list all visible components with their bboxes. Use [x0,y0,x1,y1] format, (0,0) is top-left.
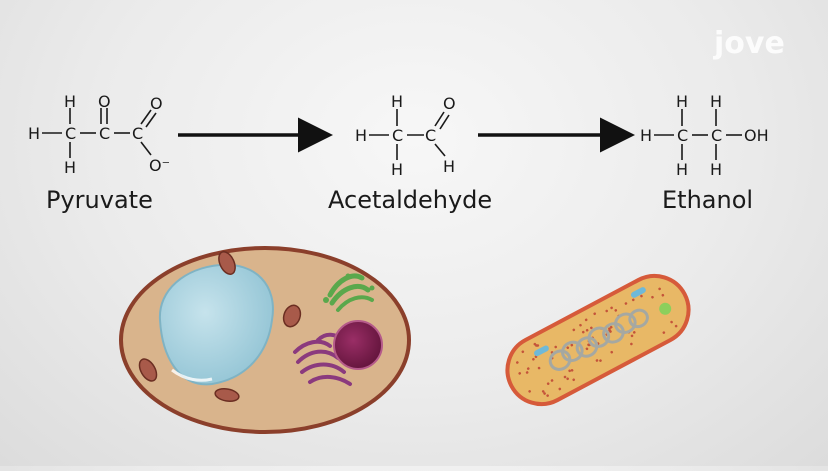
ribosome-dot [572,328,576,332]
ribosome-dot [630,334,634,338]
ribosome-dot [570,369,574,372]
ribosome-dot [528,390,531,393]
atom-h: H [64,92,76,111]
ribosome-dot [558,387,562,391]
ribosome-dot [581,330,585,334]
atom-o: O [150,94,163,113]
pyruvate-label: Pyruvate [46,186,153,214]
ribosome-dot [605,309,609,313]
plasmid [630,287,646,298]
ribosome-dot [630,342,633,346]
ribosome-dot [658,287,661,291]
atom-o: O [443,94,456,113]
ribosome-dot [624,302,628,305]
atom-c: C [132,124,143,143]
ribosome-dot [533,342,537,346]
ribosome-dot [610,350,614,354]
atom-h: H [443,157,455,176]
ribosome-dot [541,390,545,393]
atom-o-minus: O⁻ [149,156,170,175]
ribosome-dot [516,361,519,364]
ribosome-dot [521,350,525,354]
ribosome-dot [584,318,588,322]
ribosome-dot [631,298,635,302]
inclusion-body [659,302,672,315]
ribosome-dot [614,309,618,312]
atom-h: H [676,92,688,111]
mitochondria [138,250,302,403]
ribosome-dot [566,346,570,349]
nucleoid [548,308,649,371]
ribosome-dot [640,294,643,298]
ribosome-dot [662,331,666,334]
plasmid [534,345,549,357]
ribosome-dot [661,293,665,297]
ribosome-dot [599,359,602,362]
ribosome-dot [587,343,590,347]
bacterium-membrane [505,273,691,407]
atom-h: H [710,160,722,179]
atom-h: H [64,158,76,177]
ribosome-dot [632,331,636,334]
ribosome-dot [579,323,582,327]
ribosome-dot [563,375,567,379]
atom-h: H [391,92,403,111]
yeast-cell-illustration [119,246,411,434]
ribosome-dot [570,343,574,347]
ribosome-dot [609,325,613,329]
ribosome-dot [670,320,673,324]
atom-h: H [710,92,722,111]
ribosome-dot [546,382,550,386]
atom-oh: OH [744,126,769,145]
ribosome-dot [651,295,654,299]
atom-h: H [676,160,688,179]
atom-c: C [677,126,688,145]
ribosome-dot [610,306,613,310]
pyruvate-structure: H H C H O C C O O⁻ [28,92,170,177]
ribosome-dot [585,328,589,332]
ribosome-dot [525,371,529,374]
atom-h: H [355,126,367,145]
ethanol-label: Ethanol [662,186,754,214]
atom-c: C [99,124,110,143]
golgi-apparatus [323,273,375,312]
ribosome-dot [550,379,554,382]
ribosome-dot [537,366,541,370]
ribosome-dot [518,372,521,375]
ribosome-dot [566,377,569,381]
ribosome-dot [590,326,593,330]
ribosome-dot [585,347,589,351]
atom-c: C [392,126,403,145]
ribosome-dot [593,312,597,316]
ribosome-dot [674,324,678,328]
endoplasmic-reticulum [293,332,352,386]
atom-h: H [28,124,40,143]
ribosome-dot [554,345,558,349]
ribosome-dot [532,357,535,361]
atom-c: C [425,126,436,145]
ribosome-dot [543,392,546,395]
atom-c: C [65,124,76,143]
ribosome-dot [595,359,599,362]
jove-watermark: jove [714,26,785,61]
atom-o: O [98,92,111,111]
ribosome-dot [526,367,530,370]
ribosome-dot [546,394,549,397]
atom-h: H [391,160,403,179]
vacuole [333,320,383,370]
ribosome-dot [609,330,612,333]
bacterium-illustration [505,273,691,407]
ribosome-dot [568,369,571,373]
acetaldehyde-label: Acetaldehyde [328,186,493,214]
atom-h: H [640,126,652,145]
ribosome-dot [572,378,576,382]
ethanol-structure: H H C H H C H OH [640,92,769,179]
acetaldehyde-structure: H H C H C O H [355,92,456,179]
atom-c: C [711,126,722,145]
